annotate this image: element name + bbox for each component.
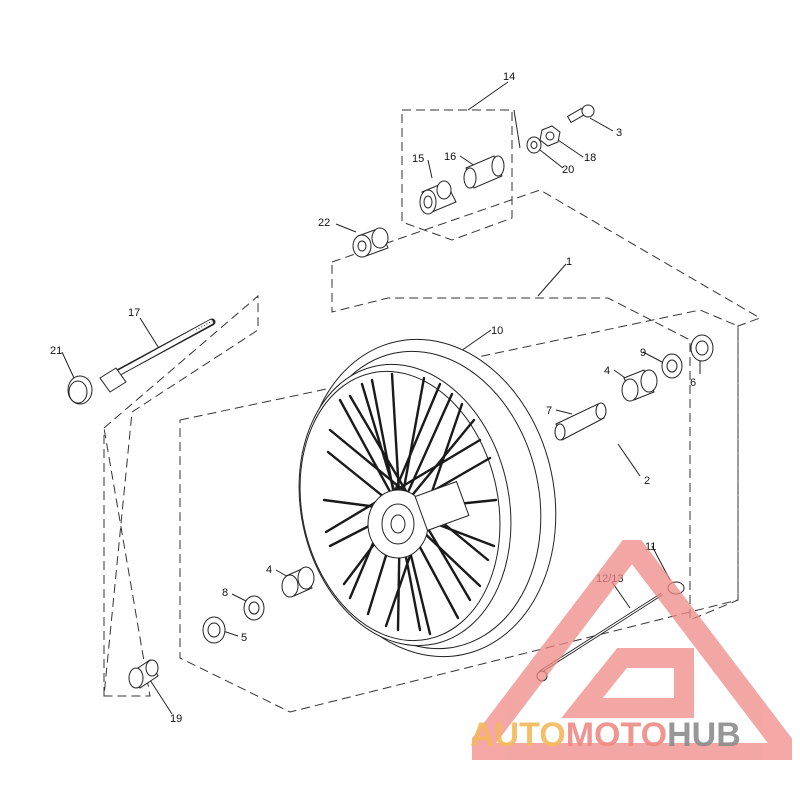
callout-2: 2 xyxy=(644,475,650,487)
callout-3: 3 xyxy=(616,127,622,139)
washer-20 xyxy=(526,136,542,154)
callout-17: 17 xyxy=(128,307,140,319)
ring-8 xyxy=(243,595,265,621)
callout-16: 16 xyxy=(444,151,456,163)
bearing-4-right xyxy=(621,369,658,402)
callout-18: 18 xyxy=(584,152,596,164)
brand-hub: HUB xyxy=(667,716,741,754)
outline-group-2 xyxy=(179,309,739,713)
assembly-outlines xyxy=(103,109,762,713)
callout-7: 7 xyxy=(546,405,552,417)
callout-4-right: 4 xyxy=(604,365,610,377)
spacer-15 xyxy=(419,180,457,215)
callout-1: 1 xyxy=(566,256,572,268)
callout-10: 10 xyxy=(491,325,503,337)
outline-group-14 xyxy=(401,109,513,241)
spacer-19 xyxy=(128,659,159,689)
bearing-4-left xyxy=(281,566,315,598)
callout-21: 21 xyxy=(50,345,62,357)
spacer-22 xyxy=(352,227,389,258)
callout-15: 15 xyxy=(412,153,424,165)
outline-group-17 xyxy=(103,294,259,697)
seal-5 xyxy=(202,616,226,644)
hub xyxy=(367,480,470,559)
ring-9 xyxy=(661,353,683,379)
callout-11: 11 xyxy=(645,541,656,553)
callout-20: 20 xyxy=(562,164,574,176)
callout-8: 8 xyxy=(222,587,228,599)
callout-9: 9 xyxy=(640,347,646,359)
seal-6 xyxy=(690,334,714,362)
bolt-3 xyxy=(566,104,595,124)
callout-22: 22 xyxy=(318,217,330,229)
watermark-brand: AUTOMOTOHUB xyxy=(470,716,800,762)
callout-19: 19 xyxy=(170,713,182,725)
brand-moto: MOTO xyxy=(565,716,668,754)
spacer-7 xyxy=(554,402,607,441)
callout-6: 6 xyxy=(690,377,696,389)
watermark-logo-triangle xyxy=(472,540,792,760)
callout-4-left: 4 xyxy=(266,564,272,576)
brand-auto: AUTO xyxy=(470,716,566,754)
callout-14: 14 xyxy=(503,71,515,83)
wheel-assembly-10 xyxy=(298,338,557,658)
bush-16 xyxy=(463,155,505,189)
callout-5: 5 xyxy=(241,632,247,644)
outline-group-1 xyxy=(331,189,762,621)
cap-21 xyxy=(67,375,93,405)
nut-18 xyxy=(539,125,561,147)
axle-17 xyxy=(99,318,216,393)
